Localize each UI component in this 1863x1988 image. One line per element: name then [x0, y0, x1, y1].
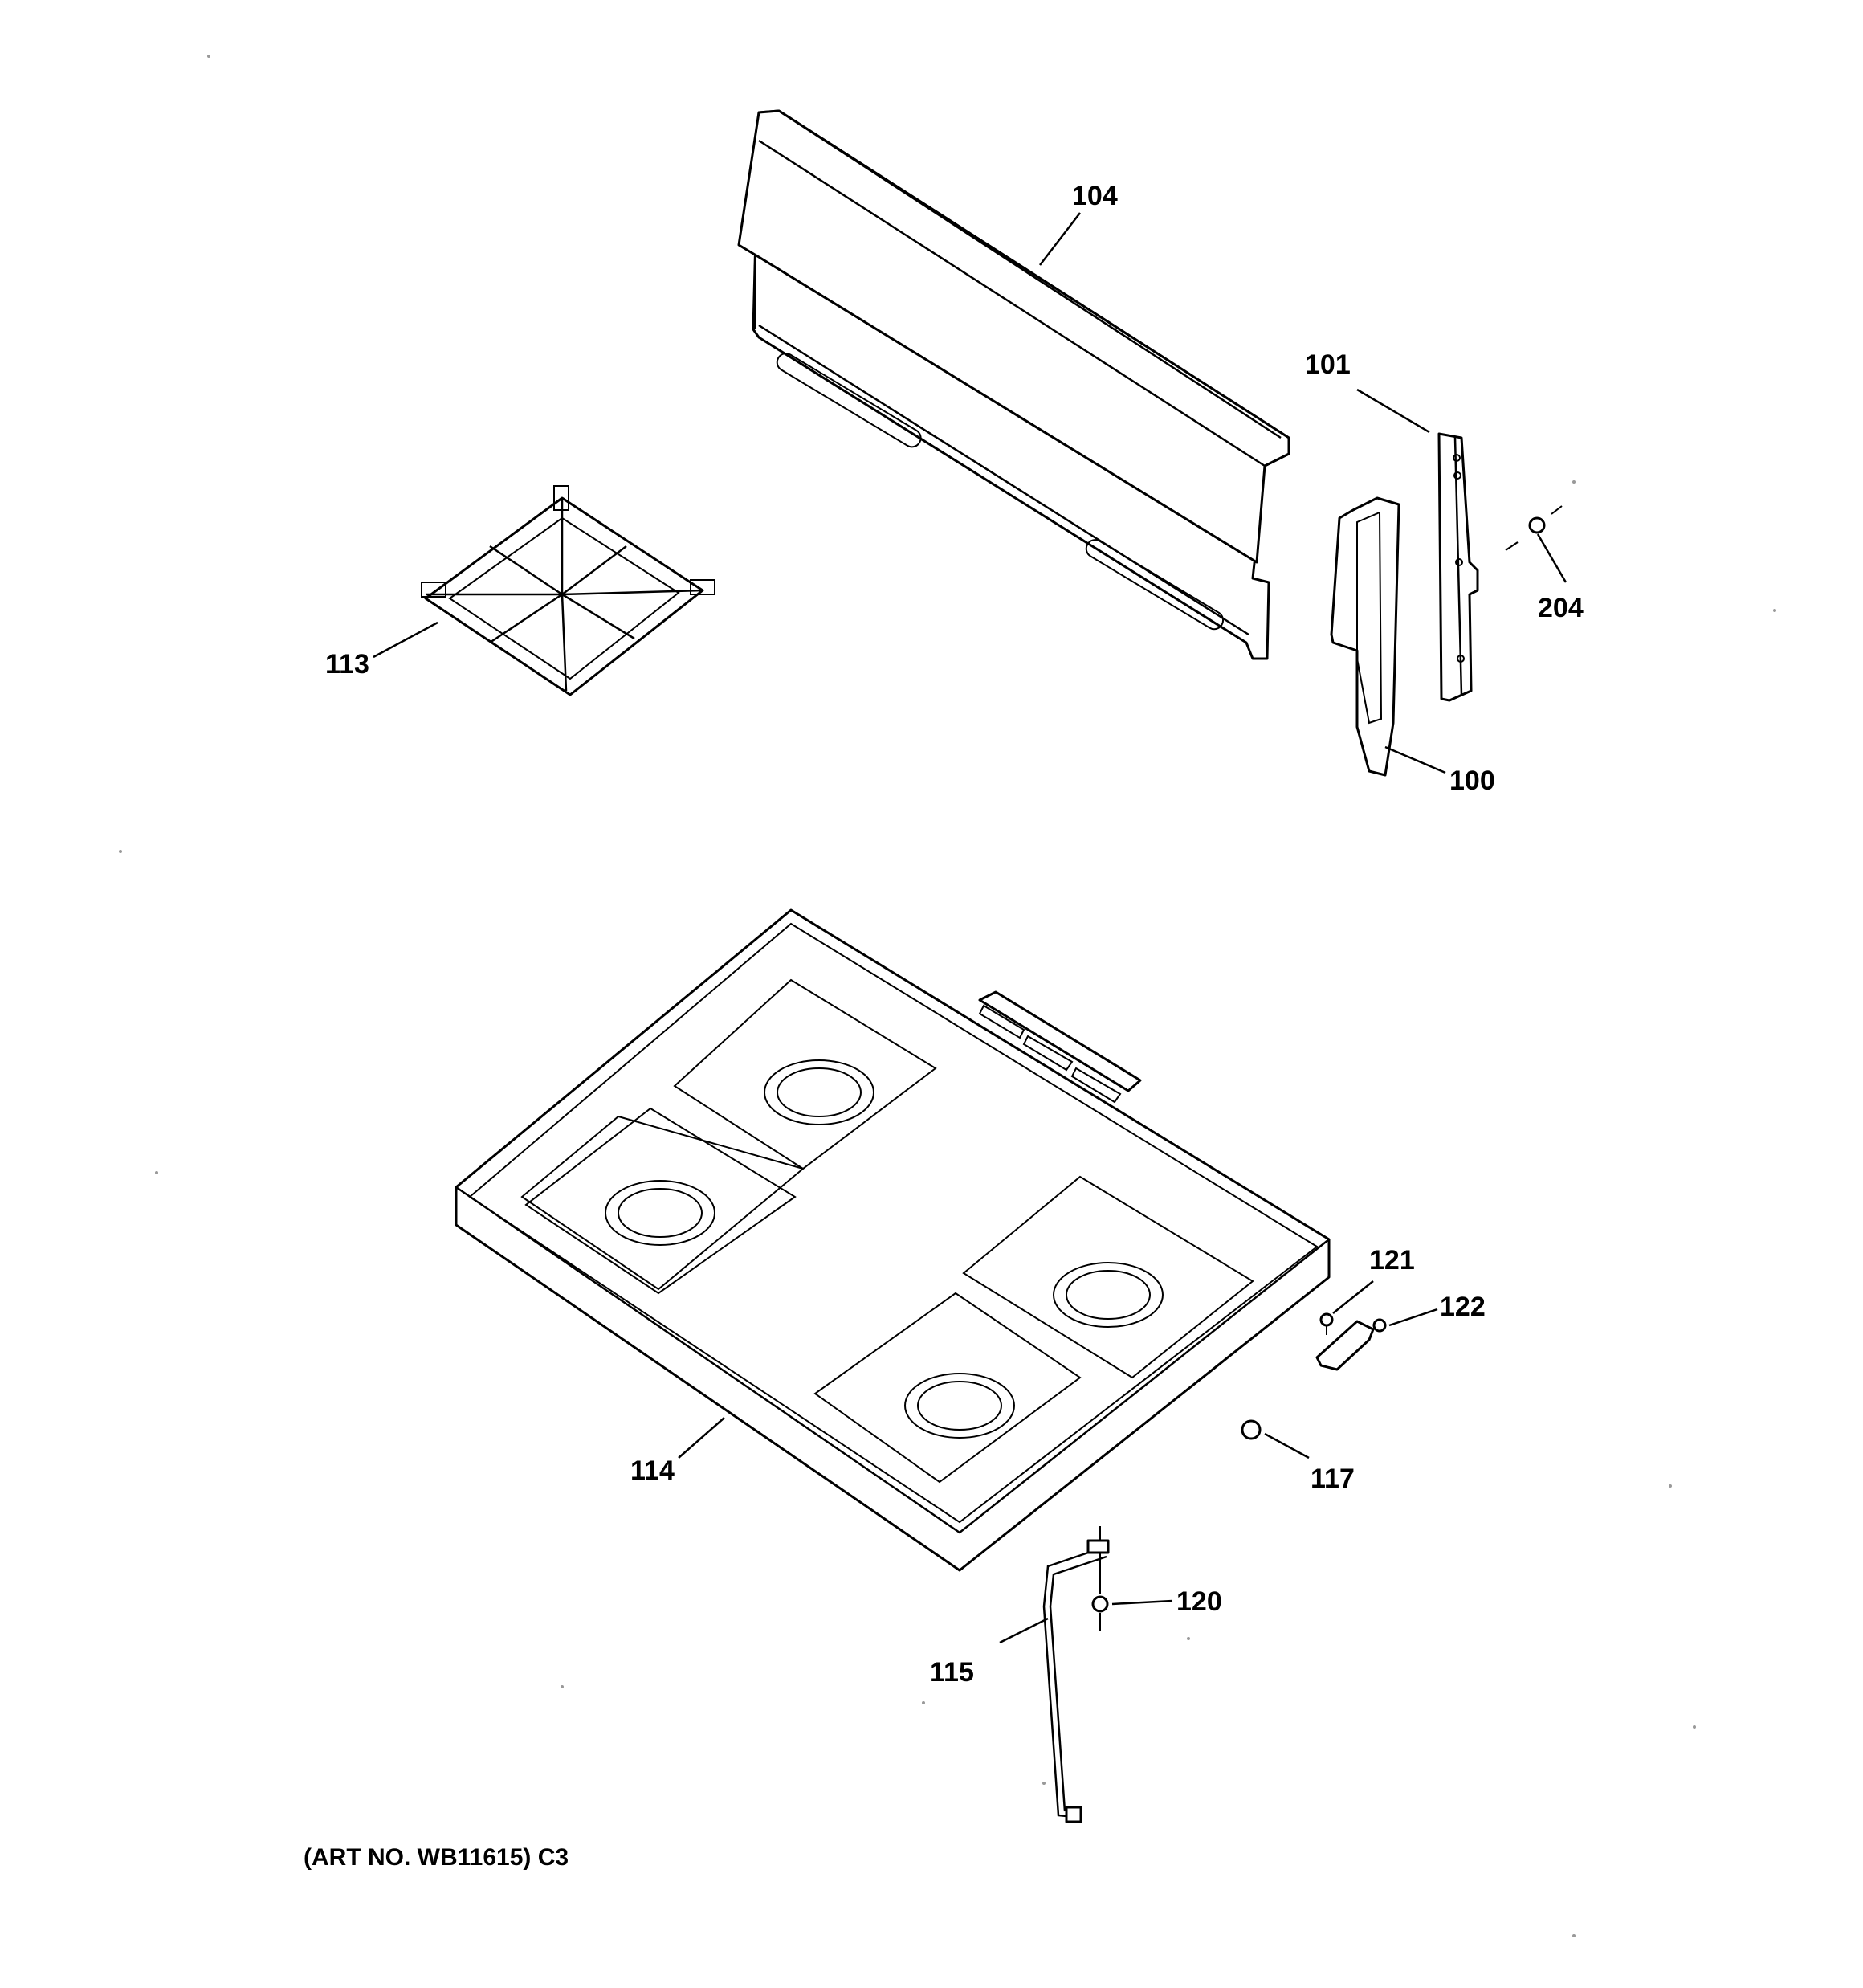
screw-part-121 — [1319, 1312, 1334, 1335]
bracket-part-122 — [1315, 1318, 1387, 1371]
leader-lines — [373, 212, 1567, 1644]
callout-114: 114 — [630, 1455, 675, 1486]
callout-104: 104 — [1072, 181, 1118, 211]
callout-120: 120 — [1176, 1586, 1222, 1617]
art-number: (ART NO. WB11615) C3 — [304, 1844, 569, 1871]
callout-labels: 104 101 204 113 100 121 122 114 117 120 … — [325, 181, 1584, 1688]
callout-101: 101 — [1305, 349, 1351, 380]
callout-204: 204 — [1538, 593, 1584, 623]
callout-117: 117 — [1311, 1463, 1355, 1494]
end-cap-part-100 — [1330, 496, 1400, 777]
scan-specks — [119, 55, 1776, 1937]
cooktop-part-114 — [455, 908, 1331, 1572]
callout-121: 121 — [1369, 1245, 1415, 1276]
callout-113: 113 — [325, 649, 369, 680]
side-bracket-part-101 — [1437, 432, 1479, 702]
nut-part-117 — [1241, 1419, 1262, 1440]
callout-122: 122 — [1440, 1292, 1486, 1322]
support-rod-part-115 — [1042, 1539, 1110, 1823]
burner-grate-part-113 — [421, 485, 715, 696]
screw-part-204 — [1505, 505, 1563, 551]
callout-115: 115 — [930, 1657, 974, 1688]
callout-100: 100 — [1449, 765, 1495, 796]
screw-part-120 — [1091, 1526, 1109, 1631]
backsplash-panel-part-104 — [737, 109, 1290, 660]
